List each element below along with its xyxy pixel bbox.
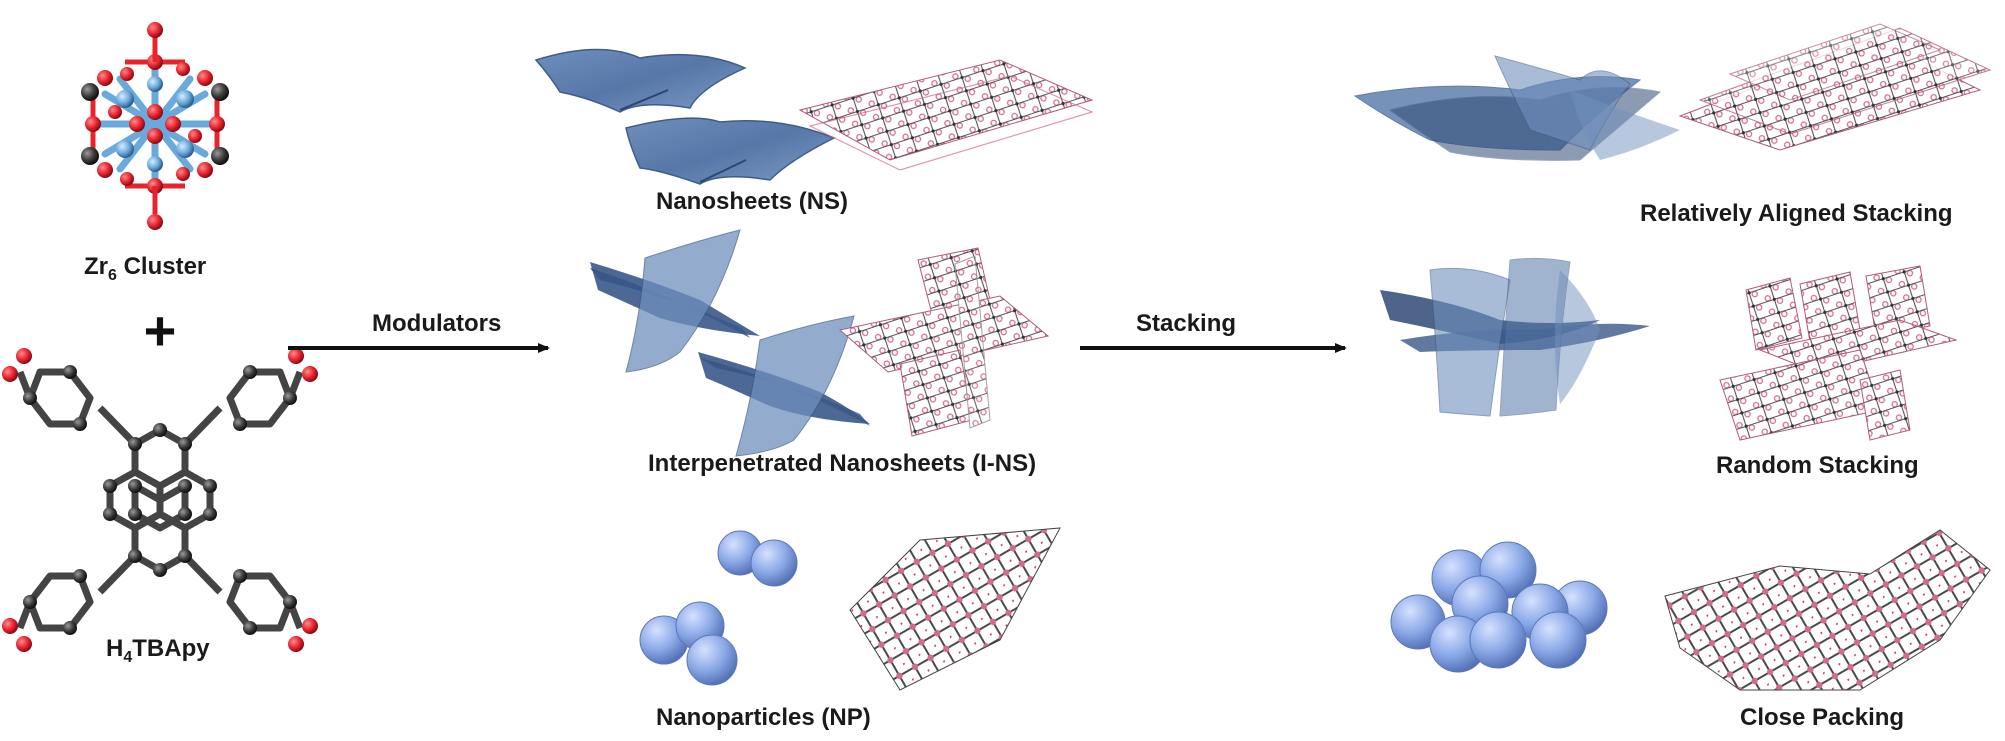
nanosheets-illustration <box>534 48 836 185</box>
close-packing-label: Close Packing <box>1740 704 1905 731</box>
interpenetrated-framework-model <box>838 247 1050 437</box>
interpenetrated-nanosheets-label: Interpenetrated Nanosheets (I-NS) <box>648 450 1037 477</box>
nanosheet-framework-model <box>798 59 1094 171</box>
close-packing-illustration <box>1390 541 1608 673</box>
h4tbapy-label: H4TBApy <box>106 635 210 667</box>
h4tbapy-label-prefix: H <box>106 635 124 662</box>
aligned-stacking-illustration <box>1353 55 1680 161</box>
aligned-stacking-label: Relatively Aligned Stacking <box>1640 200 1953 227</box>
aligned-framework-model <box>1678 23 1992 151</box>
random-framework-model <box>1719 265 1958 441</box>
h4tbapy-linker-model <box>2 348 318 652</box>
nanoparticles-illustration <box>639 530 798 686</box>
zr6-label-prefix: Zr <box>84 253 108 280</box>
random-stacking-label: Random Stacking <box>1716 452 1919 479</box>
zr6-label-subscript: 6 <box>108 266 117 284</box>
zr6-cluster-label: Zr6 Cluster <box>84 253 206 285</box>
zr6-cluster-model <box>81 22 229 230</box>
nanoparticles-label: Nanoparticles (NP) <box>656 704 871 731</box>
plus-sign: + <box>144 299 177 362</box>
interpenetrated-nanosheets-illustration <box>590 229 870 457</box>
h4tbapy-label-subscript: 4 <box>123 648 133 666</box>
nanosheets-label: Nanosheets (NS) <box>656 188 849 215</box>
close-packing-framework-model <box>1664 529 1991 691</box>
random-stacking-illustration <box>1380 257 1650 417</box>
nanoparticle-framework-model <box>849 527 1061 691</box>
h4tbapy-label-suffix: TBApy <box>132 635 210 662</box>
zr6-label-suffix: Cluster <box>116 253 207 280</box>
stacking-label: Stacking <box>1136 310 1237 337</box>
modulators-label: Modulators <box>372 310 502 337</box>
